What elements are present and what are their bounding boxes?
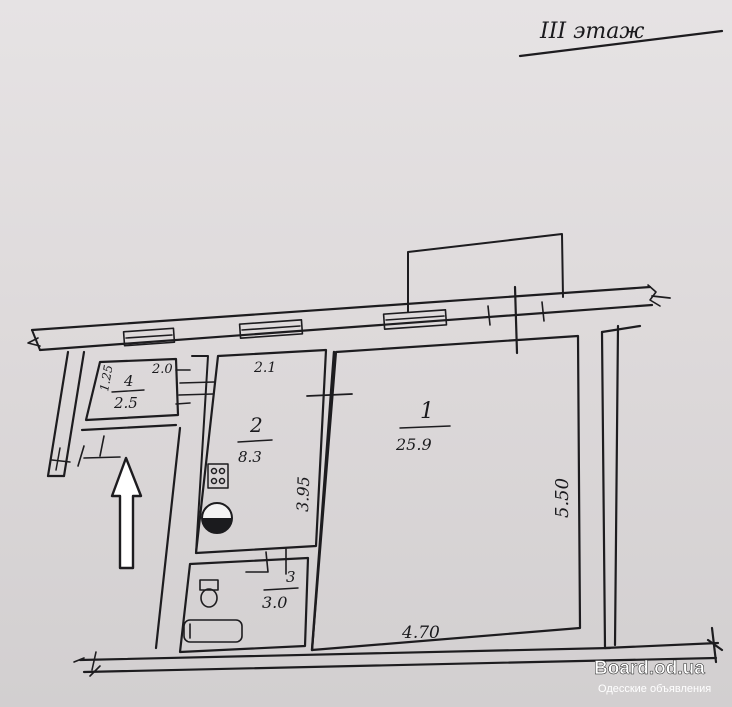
room-1-area: 25.9 [395, 435, 432, 454]
room-3-number: 3 [286, 568, 296, 586]
watermark-site: Board.od.ua [594, 658, 705, 679]
exterior-wall-top [27, 284, 671, 352]
floor-title: III этаж [539, 19, 644, 44]
room-4-number: 4 [123, 372, 134, 390]
room-2-label: 2 8.3 [237, 413, 273, 466]
door-room2 [178, 381, 215, 396]
room-4-label: 4 2.5 [111, 372, 145, 412]
room-1-number: 1 [420, 399, 434, 424]
windows [122, 301, 545, 347]
balcony-door [487, 301, 545, 326]
balcony [407, 233, 564, 313]
window-room1 [382, 309, 448, 330]
partition-1-2 [310, 350, 336, 652]
window-room4 [122, 327, 176, 347]
room-3-outline [178, 556, 310, 654]
watermark-caption: Одесские объявления [598, 683, 711, 695]
room-2-number: 2 [249, 413, 263, 437]
dimension-room2-right: 3.95 [293, 476, 313, 512]
dimension-room4-left: 1.25 [97, 364, 115, 393]
door-room3 [245, 548, 287, 575]
room-2-area: 8.3 [238, 448, 262, 466]
exterior-wall-bottom [73, 646, 718, 677]
window-room2 [238, 319, 304, 339]
room-3-area: 3.0 [262, 593, 287, 612]
dimension-room1-bottom: 4.70 [401, 623, 440, 643]
exterior-wall-right [600, 324, 724, 664]
bathtub [183, 619, 243, 643]
boiler [201, 502, 233, 534]
room-1-label: 1 25.9 [395, 399, 451, 454]
title-underline [518, 29, 724, 58]
entrance-walls [46, 350, 209, 650]
wall-stub [513, 285, 519, 355]
door-room4 [175, 369, 191, 405]
room-1-outline [310, 334, 582, 652]
watermark: Board.od.ua Одесские объявления [594, 658, 711, 695]
dimension-room2-top: 2.1 [253, 360, 276, 376]
stove [207, 463, 229, 489]
room-2-outline [194, 348, 328, 555]
dimension-room4-top: 2.0 [151, 362, 173, 377]
room-3-label: 3 3.0 [262, 568, 299, 612]
dimension-room1-right: 5.50 [552, 478, 573, 518]
room-4-area: 2.5 [113, 394, 138, 412]
room-4-outline [84, 357, 180, 422]
entrance-arrow-icon [110, 456, 143, 570]
door-room1 [306, 393, 353, 397]
toilet [199, 579, 219, 608]
